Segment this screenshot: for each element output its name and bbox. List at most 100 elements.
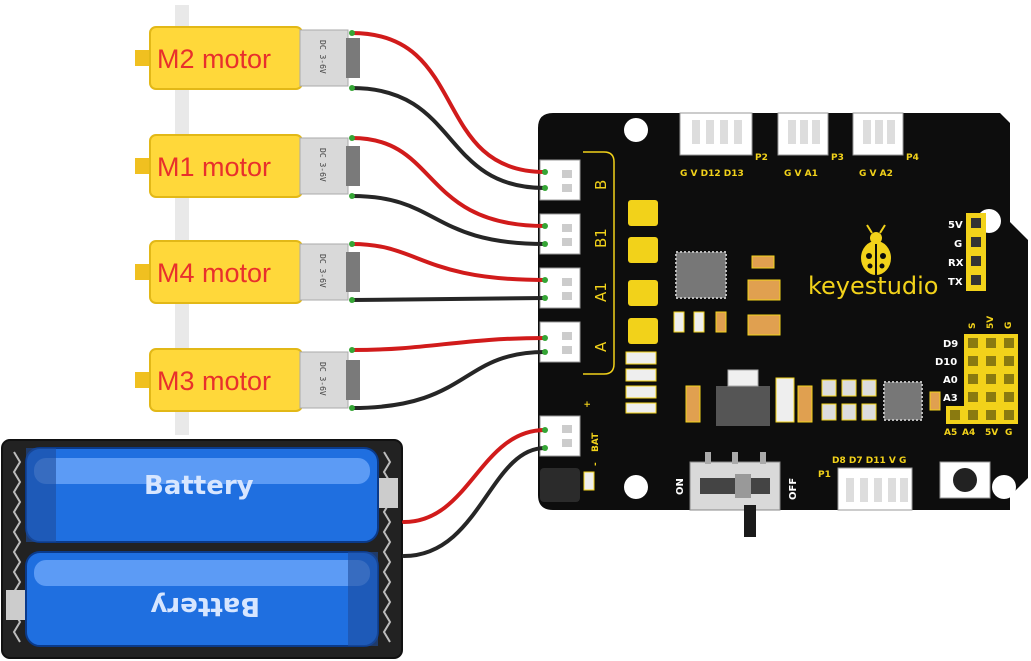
terminal-connector xyxy=(539,321,581,363)
wire-tips xyxy=(349,30,548,451)
motor-rating: DC 3-6V xyxy=(318,362,327,396)
motor-endcap xyxy=(346,252,360,292)
smd-capacitor xyxy=(685,385,701,423)
ic-chip xyxy=(883,381,923,421)
mounting-hole xyxy=(624,118,648,142)
motor-shaft xyxy=(135,158,151,174)
motor-label: M4 motor xyxy=(157,258,271,288)
grid-bottom-label: G xyxy=(1005,428,1012,438)
smd-capacitor xyxy=(797,385,813,423)
motor-m2: DC 3-6V M2 motor xyxy=(135,26,360,90)
motor-m1: DC 3-6V M1 motor xyxy=(135,134,360,198)
battery-label: Battery xyxy=(150,591,260,621)
wire-black xyxy=(350,296,547,302)
button-cap xyxy=(953,468,977,492)
motor-port-b: B xyxy=(539,159,610,201)
header-p3: P3 G V A1 xyxy=(777,112,844,179)
motor-m4: DC 3-6V M4 motor xyxy=(135,240,360,304)
serial-pin-label: 5V xyxy=(948,220,963,231)
smd-led xyxy=(693,311,705,333)
switch-on-label: ON xyxy=(675,478,686,495)
board-pcb xyxy=(538,113,1028,510)
driver-chip xyxy=(675,251,727,299)
battery-cap xyxy=(348,552,378,646)
wire-red xyxy=(402,428,547,524)
motor-label: M3 motor xyxy=(157,366,271,396)
reset-button[interactable] xyxy=(939,461,991,499)
battery-highlight xyxy=(34,458,370,484)
battery-top: Battery xyxy=(25,447,379,543)
motor-rating: DC 3-6V xyxy=(318,254,327,288)
smd-resistor xyxy=(751,255,775,269)
port-label: B1 xyxy=(592,228,610,248)
motor-shaft xyxy=(135,264,151,280)
wire-red xyxy=(350,242,547,282)
smd-array xyxy=(625,351,657,414)
smd-led xyxy=(673,311,685,333)
motor-endcap xyxy=(346,360,360,400)
grid-row-label: A3 xyxy=(943,393,958,404)
battery-bottom: Battery xyxy=(25,551,379,647)
smd-capacitor xyxy=(775,377,795,423)
wire-red xyxy=(350,136,547,228)
power-switch[interactable]: ON OFF xyxy=(675,452,799,537)
grid-row-label: D10 xyxy=(935,357,957,368)
motor-label: M2 motor xyxy=(157,44,271,74)
battery-label: Battery xyxy=(144,471,254,501)
header-p4: P4 G V A2 xyxy=(852,112,919,179)
wire-black xyxy=(350,194,547,246)
switch-off-label: OFF xyxy=(788,478,799,500)
mounting-bar xyxy=(175,5,189,435)
wire-black xyxy=(350,86,547,190)
bat-minus-label: - xyxy=(591,462,601,466)
smd-capacitor xyxy=(747,314,781,336)
ladybug-logo-icon xyxy=(861,224,891,275)
regulator-tab xyxy=(727,369,759,387)
grid-row-label: A0 xyxy=(943,375,958,386)
grid-col-label: 5V xyxy=(986,316,996,329)
header-pins: G V A2 xyxy=(859,169,893,179)
grid-row-label: D9 xyxy=(943,339,958,350)
contact-tab xyxy=(6,590,26,620)
wire-red xyxy=(350,336,547,352)
motor-port-a: A xyxy=(539,321,610,363)
voltage-regulator xyxy=(716,386,770,426)
header-name: P1 xyxy=(818,470,831,480)
contact-tab xyxy=(378,478,398,508)
motor-port-bracket xyxy=(583,151,615,375)
header-p2: P2 G V D12 D13 xyxy=(679,112,768,179)
brand-logo-text: keyestudio xyxy=(808,272,939,300)
wire-black xyxy=(350,350,547,410)
switch-lever xyxy=(744,505,756,537)
terminal-connector xyxy=(539,159,581,201)
smd-resistor xyxy=(929,391,941,411)
header-outline xyxy=(966,213,986,291)
grid-bottom-label: 5V xyxy=(985,428,998,438)
switch-knob xyxy=(735,474,751,498)
header-p1: D8 D7 D11 V G P1 xyxy=(818,456,913,511)
motor-rating: DC 3-6V xyxy=(318,40,327,74)
grid-bottom-label: A5 xyxy=(944,428,957,438)
wire-black xyxy=(402,446,547,558)
motor-can xyxy=(299,137,349,195)
port-label: B xyxy=(592,180,610,190)
motor-shaft xyxy=(135,50,151,66)
motor-m3: DC 3-6V M3 motor xyxy=(135,348,360,412)
mounting-hole xyxy=(992,475,1016,499)
battery-highlight xyxy=(34,560,370,586)
smd-cluster xyxy=(821,379,877,421)
mounting-hole xyxy=(624,475,648,499)
serial-pin-label: TX xyxy=(948,277,963,288)
jumper-blocks xyxy=(628,200,658,344)
header-name: P2 xyxy=(755,153,768,163)
grid-col-label: S xyxy=(968,323,978,329)
power-jack xyxy=(540,468,580,502)
motor-can xyxy=(299,29,349,87)
serial-pin-label: G xyxy=(954,239,962,250)
motor-endcap xyxy=(346,38,360,78)
smd-resistor xyxy=(715,311,727,333)
bat-label: BAT xyxy=(591,432,601,452)
terminal-connector xyxy=(539,213,581,255)
grid-col-label: G xyxy=(1004,322,1014,329)
motor-label: M1 motor xyxy=(157,152,271,182)
